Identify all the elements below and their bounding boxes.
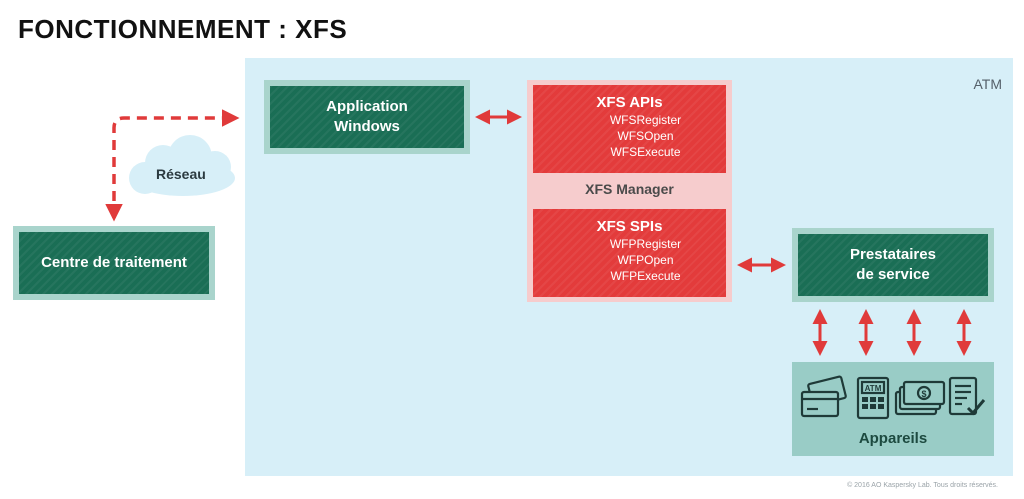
service-providers-line2: de service bbox=[856, 266, 930, 283]
network-connection-arrow bbox=[105, 109, 240, 222]
xfs-spis-box: XFS SPIs WFPRegister WFPOpen WFPExecute bbox=[533, 209, 726, 297]
application-windows-line2: Windows bbox=[334, 118, 400, 135]
xfs-spi-item: WFPRegister bbox=[609, 237, 682, 251]
svg-text:$: $ bbox=[921, 389, 926, 399]
banknotes-icon: $ bbox=[894, 380, 946, 416]
document-check-icon bbox=[948, 376, 986, 416]
processing-center-label: Centre de traitement bbox=[41, 254, 187, 271]
xfs-manager-label: XFS Manager bbox=[585, 181, 674, 197]
atm-icon: ATM bbox=[856, 376, 890, 420]
application-windows-box: Application Windows bbox=[264, 80, 470, 154]
xfs-spi-item: WFPExecute bbox=[610, 269, 681, 283]
credit-cards-icon bbox=[800, 375, 847, 418]
processing-center-box: Centre de traitement bbox=[13, 226, 215, 300]
atm-label: ATM bbox=[973, 76, 1002, 92]
devices-box: ATM $ Appareils bbox=[792, 362, 994, 456]
svg-text:ATM: ATM bbox=[865, 384, 882, 393]
service-providers-line1: Prestataires bbox=[850, 246, 936, 263]
application-windows-line1: Application bbox=[326, 98, 408, 115]
xfs-spi-item: WFPOpen bbox=[617, 253, 674, 267]
xfs-manager-box: XFS APIs WFSRegister WFSOpen WFSExecute … bbox=[527, 80, 732, 302]
devices-label: Appareils bbox=[858, 430, 928, 447]
xfs-spis-title: XFS SPIs bbox=[596, 218, 663, 235]
xfs-api-item: WFSRegister bbox=[609, 113, 682, 127]
xfs-api-item: WFSOpen bbox=[617, 129, 674, 143]
service-providers-box: Prestataires de service bbox=[792, 228, 994, 302]
xfs-apis-title: XFS APIs bbox=[596, 94, 663, 111]
network-label: Réseau bbox=[156, 166, 206, 182]
xfs-api-item: WFSExecute bbox=[610, 145, 681, 159]
page-title: FONCTIONNEMENT : XFS bbox=[18, 14, 348, 44]
xfs-apis-box: XFS APIs WFSRegister WFSOpen WFSExecute bbox=[533, 85, 726, 173]
copyright-text: © 2016 AO Kaspersky Lab. Tous droits rés… bbox=[847, 482, 998, 489]
